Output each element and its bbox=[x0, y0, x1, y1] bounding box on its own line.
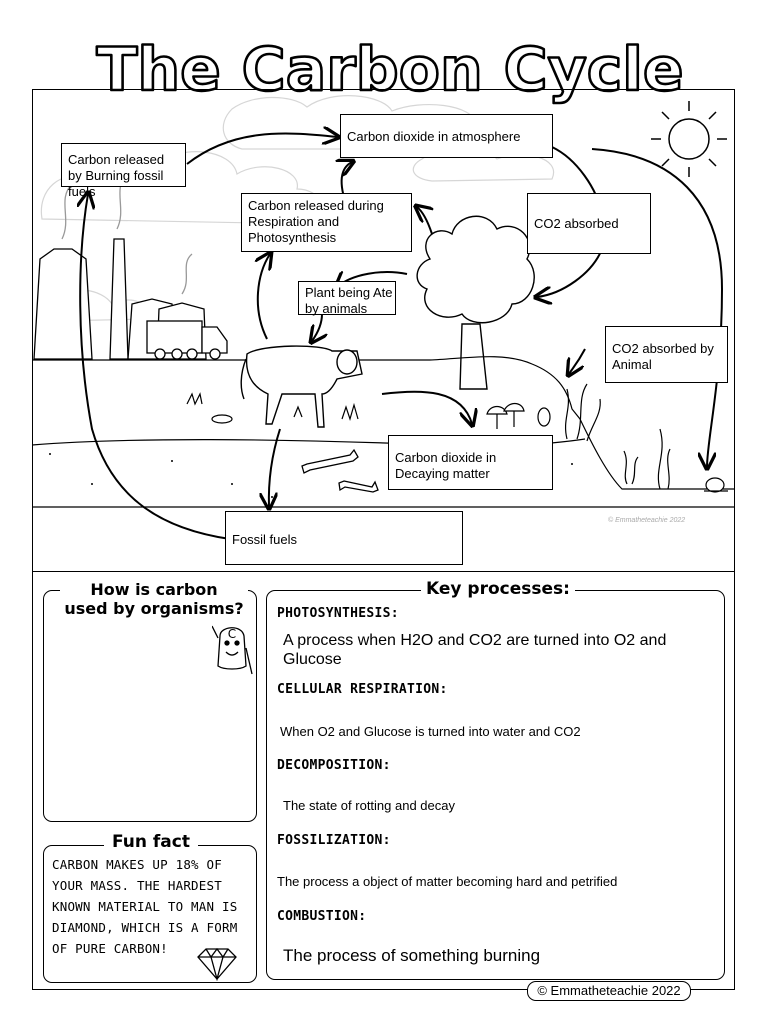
arrow-fossil-burn-to-atmosphere bbox=[186, 134, 337, 165]
process-desc-combustion: The process of something burning bbox=[283, 946, 541, 965]
arrow-tree-to-respiration bbox=[417, 207, 432, 235]
section-divider bbox=[32, 571, 735, 572]
atmosphere-box: Carbon dioxide in atmosphere bbox=[340, 114, 553, 158]
arrow-cow-to-respiration bbox=[258, 254, 270, 340]
key-processes-heading: Key processes: bbox=[421, 579, 575, 599]
process-name-photosynthesis: PHOTOSYNTHESIS: bbox=[277, 606, 399, 621]
arrow-cow-to-fossil bbox=[269, 428, 281, 507]
organisms-panel bbox=[43, 590, 257, 822]
svg-text:C: C bbox=[228, 627, 236, 641]
fossil-burning-box: Carbon released by Burning fossil fuels bbox=[61, 143, 186, 199]
co2-absorbed-box: CO2 absorbed bbox=[527, 193, 651, 254]
title-text: The Carbon Cycle bbox=[96, 35, 683, 105]
carbon-mascot-icon: C bbox=[212, 625, 253, 675]
fun-fact-text: Carbon makes up 18% of your mass. The ha… bbox=[52, 857, 238, 956]
process-desc-decomposition: The state of rotting and decay bbox=[283, 798, 455, 813]
arrow-co2-absorbed-to-tree bbox=[537, 248, 603, 297]
arrow-animal-to-seaweed bbox=[569, 348, 586, 374]
arrow-fossil-fuels-to-burning bbox=[80, 194, 231, 540]
fun-fact-panel bbox=[43, 845, 257, 983]
mushrooms-illustration bbox=[486, 402, 551, 429]
process-name-decomposition: DECOMPOSITION: bbox=[277, 758, 391, 773]
process-name-cellular-respiration: CELLULAR RESPIRATION: bbox=[277, 682, 448, 697]
fossil-fuels-box: Fossil fuels bbox=[225, 511, 463, 565]
process-name-combustion: COMBUSTION: bbox=[277, 909, 367, 924]
diagram-watermark: © Emmatheteachie 2022 bbox=[608, 517, 686, 524]
process-desc-fossilization: The process a object of matter becoming … bbox=[277, 874, 618, 889]
copyright-badge: © Emmatheteachie 2022 bbox=[527, 981, 691, 1001]
seaweed-illustration bbox=[564, 383, 671, 490]
cycle-arrows bbox=[80, 134, 724, 540]
cow-illustration bbox=[240, 345, 363, 428]
process-desc-cellular-respiration: When O2 and Glucose is turned into water… bbox=[280, 724, 581, 739]
truck-illustration bbox=[146, 320, 228, 360]
arrow-atmosphere-to-animal bbox=[591, 148, 724, 467]
organisms-heading-line2: used by organisms? bbox=[64, 599, 244, 618]
respiration-box: Carbon released during Respiration and P… bbox=[241, 193, 412, 252]
key-processes-panel bbox=[266, 590, 725, 980]
plant-eaten-box: Plant being Ate by animals bbox=[298, 281, 396, 316]
arrow-plant-to-cow bbox=[312, 313, 322, 341]
carbon-cycle-diagram bbox=[32, 95, 735, 540]
process-name-fossilization: FOSSILIZATION: bbox=[277, 833, 391, 848]
snail-icon bbox=[704, 477, 728, 493]
co2-absorbed-animal-box: CO2 absorbed by Animal bbox=[605, 326, 728, 383]
organisms-heading-line1: How is carbon bbox=[90, 580, 218, 599]
grass-tufts bbox=[186, 392, 359, 424]
page-title: The Carbon Cycle bbox=[95, 34, 685, 107]
arrow-cow-to-decay bbox=[381, 390, 472, 424]
worksheet-frame bbox=[32, 89, 735, 990]
fun-fact-heading: Fun fact bbox=[104, 832, 198, 852]
organisms-panel-heading: How is carbon used by organisms? bbox=[60, 580, 248, 618]
process-desc-photosynthesis: A process when H2O and CO2 are turned in… bbox=[283, 632, 667, 668]
diamond-icon bbox=[197, 947, 237, 981]
decaying-matter-box: Carbon dioxide in Decaying matter bbox=[388, 435, 553, 490]
tree-illustration bbox=[416, 215, 535, 390]
sun-icon bbox=[651, 101, 727, 177]
bones-illustration bbox=[301, 448, 379, 493]
